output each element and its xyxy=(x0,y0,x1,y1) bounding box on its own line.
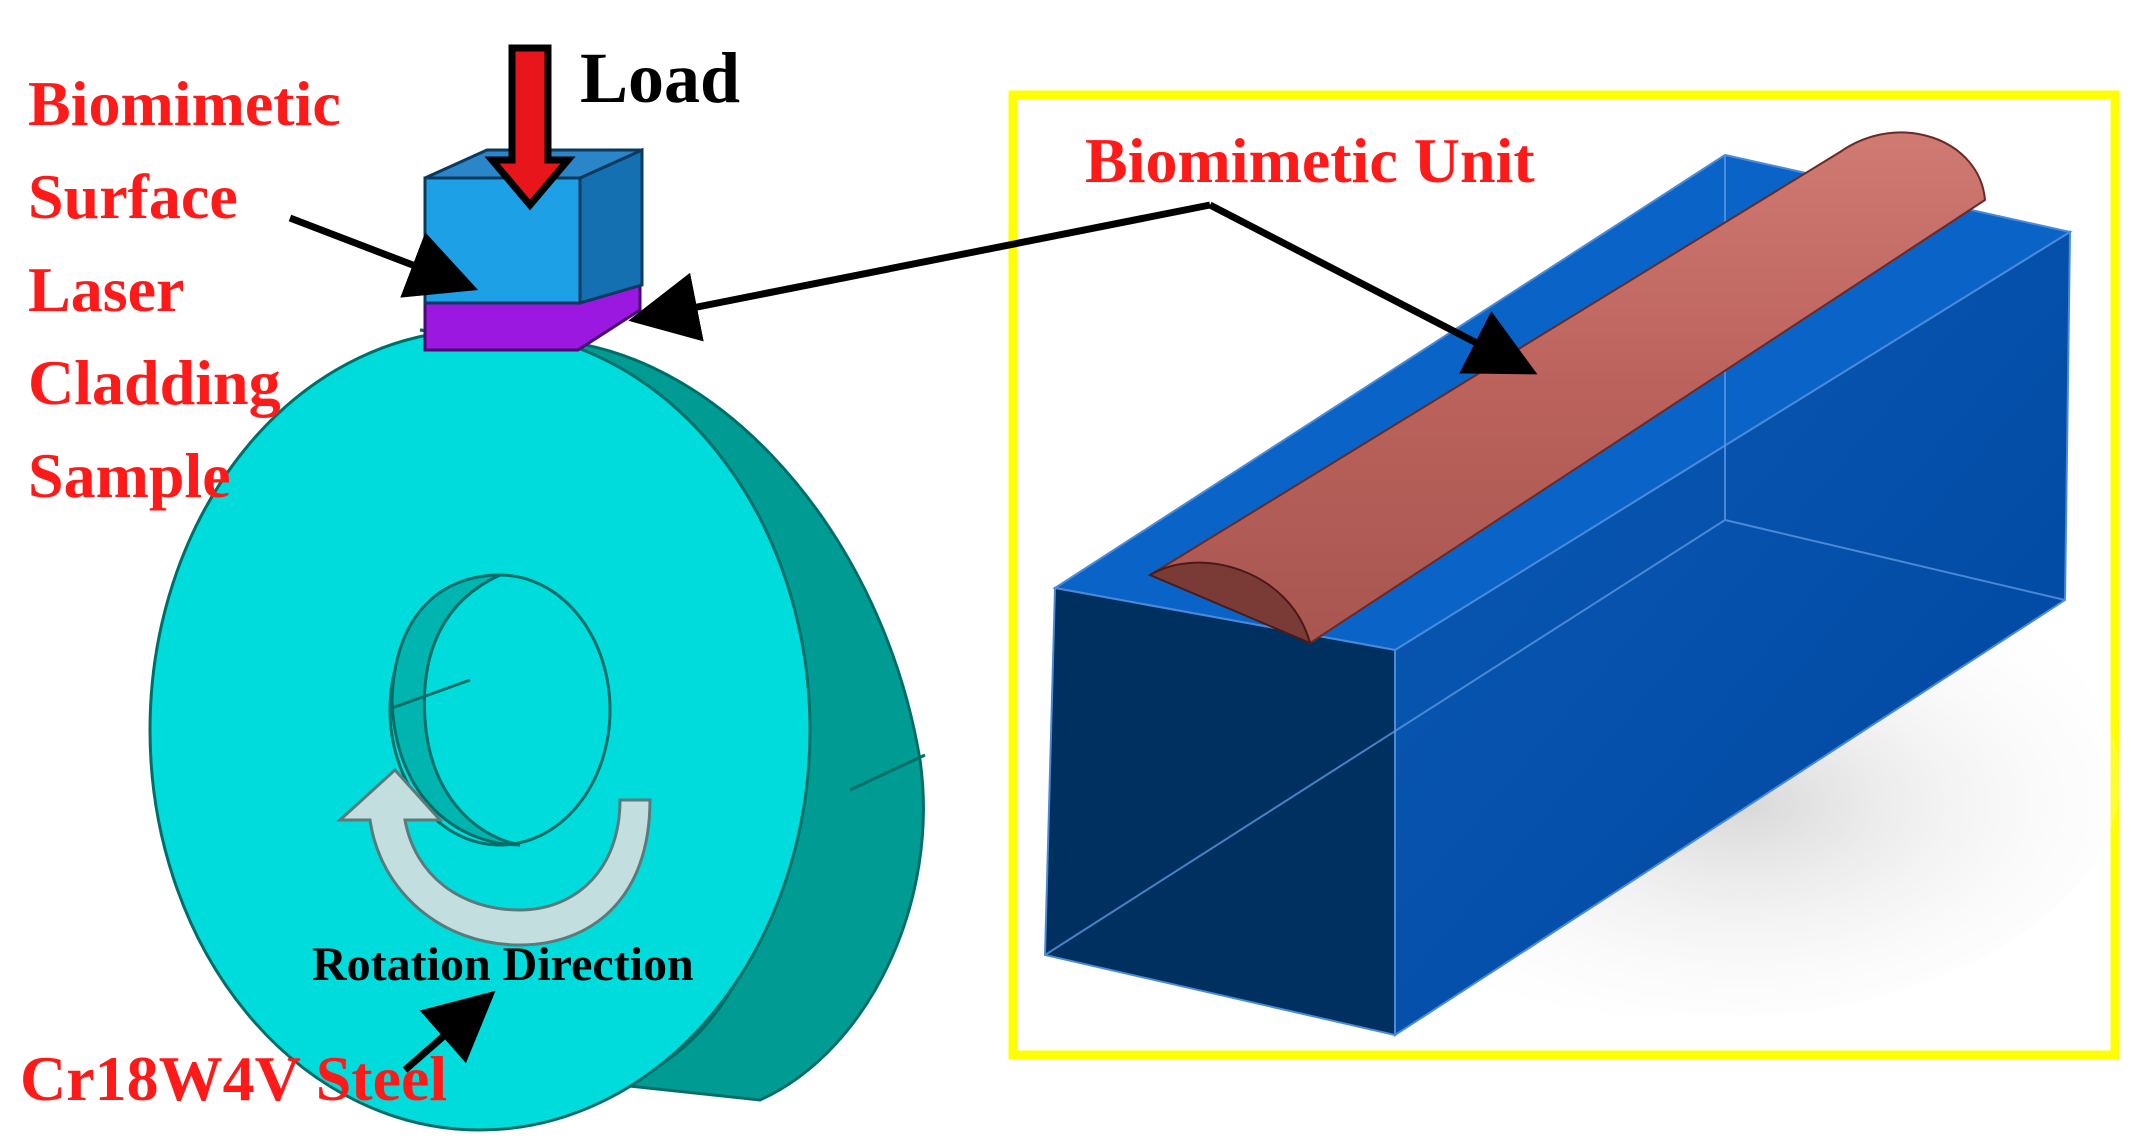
ring-specimen xyxy=(148,328,926,1132)
block-front-face xyxy=(423,176,582,305)
rotation-direction-label: Rotation Direction xyxy=(312,938,694,991)
pointer-biomimetic-unit xyxy=(1208,201,1538,375)
box-front-face xyxy=(1043,586,1396,1037)
biomimetic-unit-cylinder xyxy=(1147,131,1987,645)
pointer-steel xyxy=(402,990,496,1073)
rotation-arrow-icon xyxy=(336,767,652,947)
cylinder-end-cap xyxy=(1147,561,1312,645)
sample-label-line-1: Biomimetic xyxy=(28,68,341,139)
ring-bore-seam xyxy=(391,678,471,710)
pointer-arrows xyxy=(288,201,1538,1073)
ring-bore-inner-wall xyxy=(390,573,521,847)
pointer-unit-to-ring xyxy=(628,201,1211,342)
ring-seam xyxy=(849,753,926,792)
sample-label: Biomimetic Surface Laser Cladding Sample xyxy=(28,68,341,511)
biomimetic-unit-label: Biomimetic Unit xyxy=(1085,125,1535,196)
zoom-panel xyxy=(1008,90,2120,1060)
pointer-sample xyxy=(288,214,479,298)
sample-label-line-5: Sample xyxy=(28,440,231,511)
sample-label-line-4: Cladding xyxy=(28,347,281,418)
steel-label: Cr18W4V Steel xyxy=(20,1043,447,1114)
sample-label-line-2: Surface xyxy=(28,161,238,232)
sample-label-line-3: Laser xyxy=(28,254,184,325)
load-label: Load xyxy=(580,38,740,118)
load-arrow-icon xyxy=(484,44,576,211)
